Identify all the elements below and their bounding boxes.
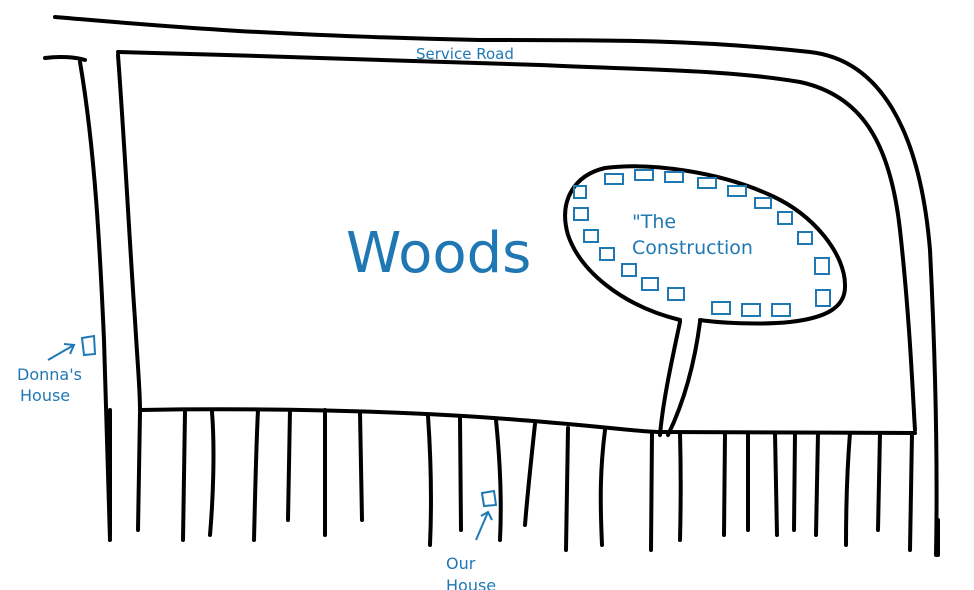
service-road-inner-edge — [116, 50, 917, 432]
lot-line — [181, 410, 187, 542]
construction-block-icon — [777, 211, 793, 225]
our-house-label-line2: House — [446, 576, 497, 590]
lot-line — [678, 431, 683, 542]
lot-line — [876, 431, 882, 532]
house-icon — [480, 489, 498, 508]
lot-line — [844, 431, 852, 547]
construction-block-icon — [634, 169, 654, 181]
construction-block-icon — [697, 177, 717, 189]
construction-label-line1: "The — [632, 211, 677, 233]
lot-line — [814, 431, 820, 537]
construction-block-icon — [797, 231, 813, 245]
construction-block-icon — [741, 303, 761, 317]
service-road-label: Service Road — [416, 45, 514, 63]
side-road-left-edge — [78, 60, 112, 542]
lot-line — [458, 416, 463, 532]
construction-block-icon — [754, 197, 772, 209]
construction-block-icon — [815, 289, 831, 307]
donna-house-label-line1: Donna's — [17, 365, 82, 384]
construction-block-icon — [573, 207, 589, 221]
construction-block-icon — [583, 229, 599, 243]
construction-block-icon — [599, 247, 615, 261]
construction-path-right — [666, 320, 702, 437]
woods-label: Woods — [346, 221, 532, 286]
construction-block-icon — [771, 303, 791, 317]
lot-line — [649, 430, 654, 552]
side-road-top-edge — [43, 54, 87, 62]
construction-block-icon — [727, 185, 747, 197]
arrow-icon — [475, 511, 489, 541]
construction-block-icon — [604, 173, 624, 185]
lot-line — [494, 418, 503, 542]
construction-block-icon — [664, 171, 684, 183]
woods-bottom-edge — [138, 407, 917, 435]
arrow-icon — [47, 344, 75, 361]
lot-line — [722, 431, 727, 537]
construction-block-icon — [667, 287, 685, 301]
construction-block-icon — [641, 277, 659, 291]
construction-block-icon — [711, 301, 731, 315]
arrow-icon-head — [480, 510, 493, 521]
lot-line — [564, 426, 570, 552]
lot-line — [908, 431, 914, 552]
lot-line — [773, 431, 779, 537]
construction-label-line2: Construction — [632, 237, 753, 259]
our-house-label-line1: Our — [446, 554, 476, 573]
lot-line — [136, 410, 142, 532]
donna-house-label-line2: House — [20, 386, 71, 405]
lot-line — [426, 414, 434, 547]
our-house-marker — [475, 489, 498, 541]
lot-line — [523, 422, 537, 527]
construction-block-icon — [621, 263, 637, 277]
lot-line — [252, 408, 260, 542]
house-icon — [80, 334, 97, 357]
construction-block-icon — [573, 185, 587, 199]
side-road-right-edge — [116, 53, 142, 412]
construction-path-left — [658, 320, 682, 437]
construction-blocks — [573, 169, 831, 317]
arrow-icon-head — [63, 343, 76, 355]
construction-block-icon — [814, 257, 830, 275]
donna-house-marker — [47, 334, 97, 361]
lot-line — [598, 428, 607, 547]
lot-line — [208, 410, 216, 537]
lot-line — [286, 408, 292, 522]
lot-line — [792, 431, 797, 532]
construction-area-outline — [563, 164, 848, 326]
lot-line — [358, 410, 364, 522]
service-road-outer-edge — [53, 15, 939, 557]
